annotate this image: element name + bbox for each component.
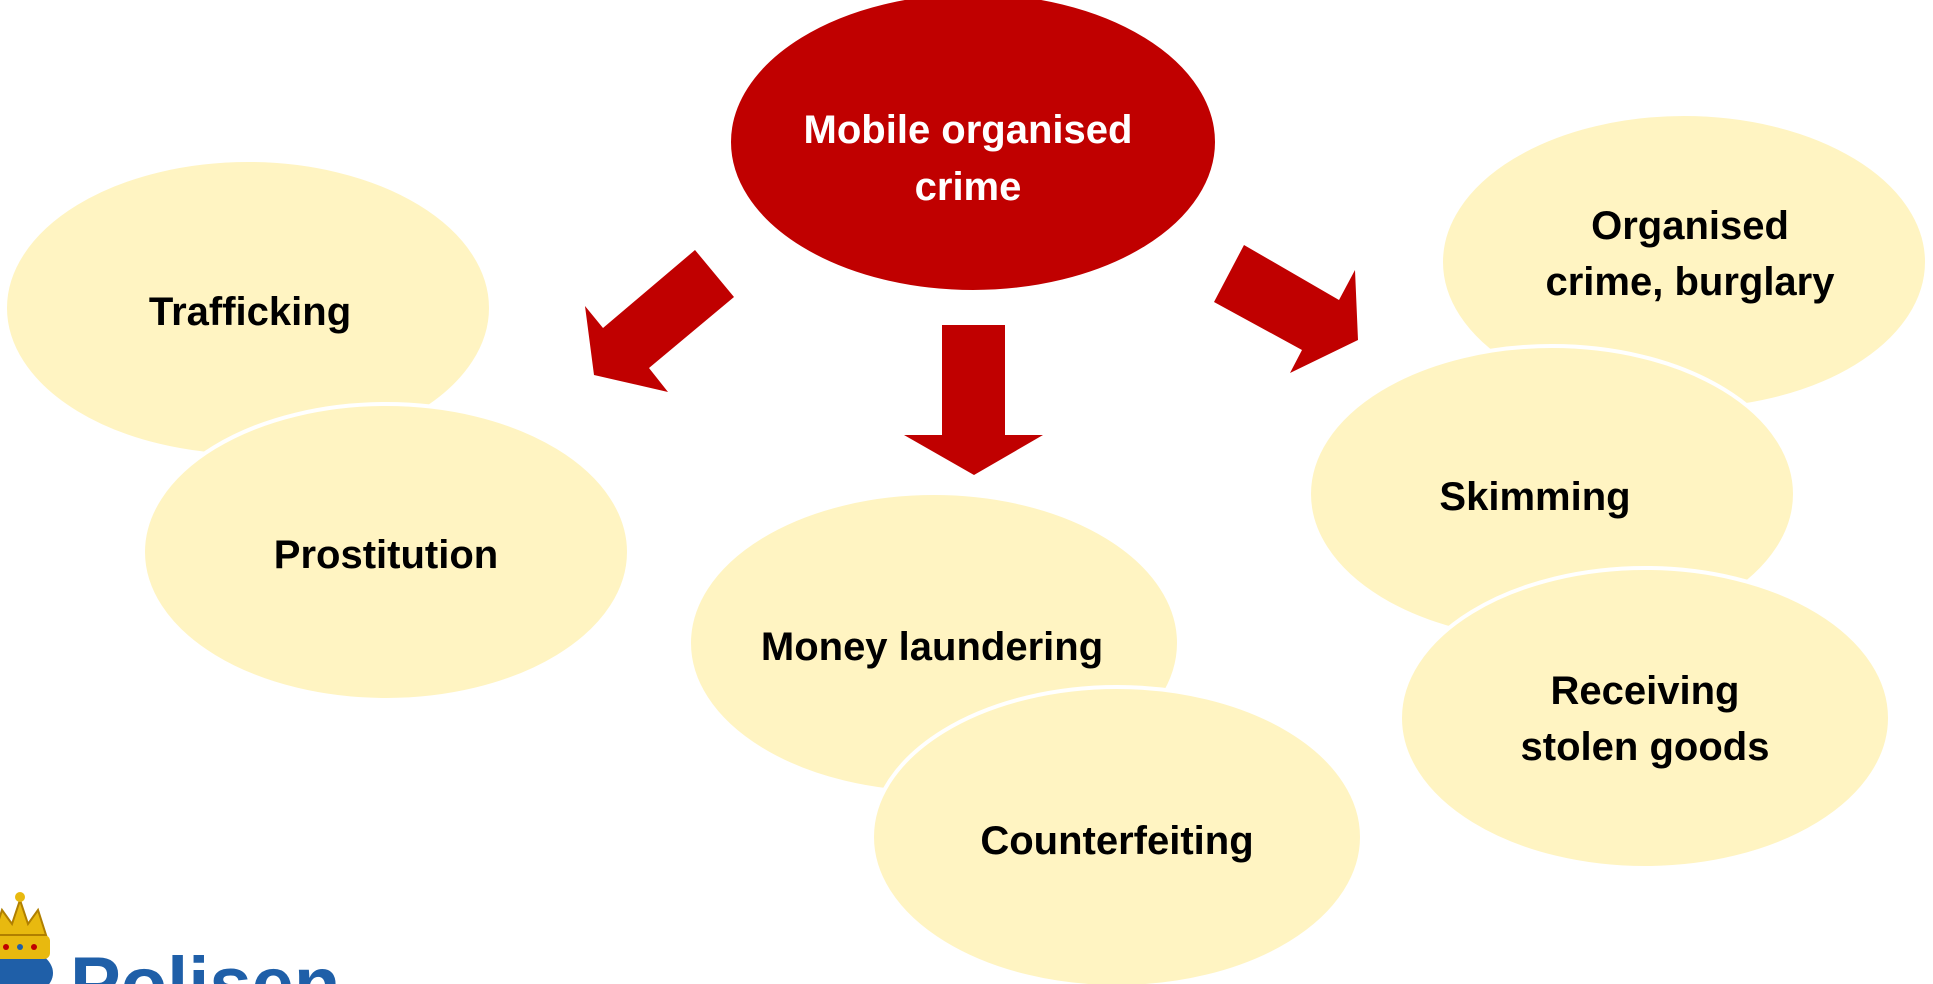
arrow-left	[585, 250, 734, 392]
skimming-label: Skimming	[1439, 475, 1630, 519]
receiving-stolen-goods-node	[1398, 566, 1892, 870]
prostitution-node	[141, 402, 631, 702]
center-node	[727, 0, 1219, 294]
arrow-right	[1214, 245, 1358, 373]
prostitution-label: Prostitution	[274, 533, 498, 577]
organised-burglary-label-line1: Organised	[1591, 204, 1789, 248]
counterfeiting-label: Counterfeiting	[980, 819, 1253, 863]
money-laundering-label: Money laundering	[761, 625, 1103, 669]
receiving-label-line1: Receiving	[1551, 669, 1740, 713]
police-crown-icon	[0, 892, 53, 984]
center-label-line2: crime	[915, 165, 1022, 209]
center-label-line1: Mobile organised	[804, 108, 1133, 152]
logo-text: Polisen	[70, 942, 340, 984]
receiving-label-line2: stolen goods	[1521, 725, 1770, 769]
trafficking-label: Trafficking	[149, 290, 351, 334]
organised-burglary-label-line2: crime, burglary	[1545, 260, 1835, 304]
counterfeiting-node	[870, 685, 1364, 984]
arrow-down	[904, 325, 1043, 475]
